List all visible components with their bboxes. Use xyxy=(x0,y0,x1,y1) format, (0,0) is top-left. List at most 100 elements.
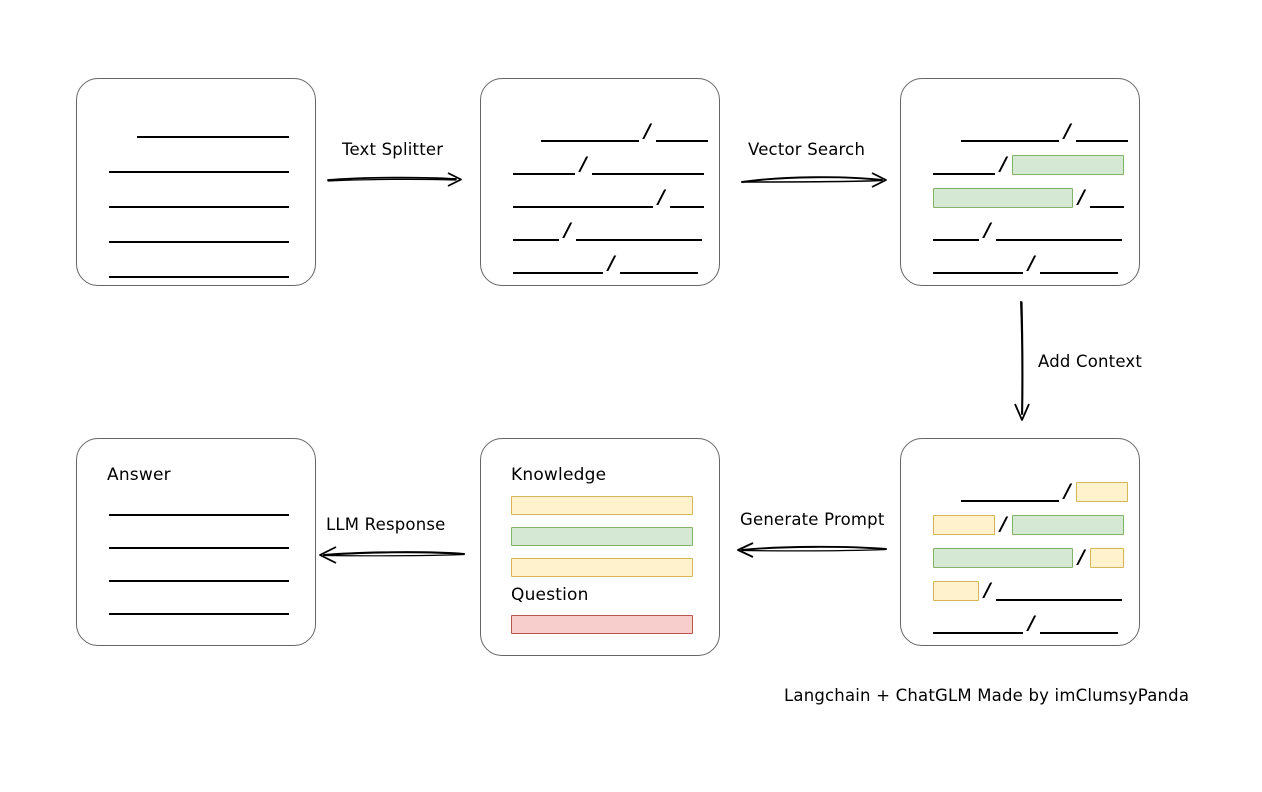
chunk-segment xyxy=(1039,272,1118,274)
chunk-row: / xyxy=(933,154,1124,176)
document-line xyxy=(137,136,289,138)
question-label: Question xyxy=(511,585,589,605)
chunk-segment xyxy=(933,272,1023,274)
chunk-separator: / xyxy=(1000,512,1007,535)
node-vector-matches[interactable]: / / / / / xyxy=(900,78,1140,286)
context-chunks-rows: / / / / / xyxy=(901,439,1139,645)
chunk-segment xyxy=(933,632,1023,634)
document-line xyxy=(109,171,289,173)
chunk-segment xyxy=(513,206,653,208)
chunk-segment-highlighted xyxy=(1011,515,1124,535)
chunk-separator: / xyxy=(1000,152,1007,175)
chunk-segment xyxy=(513,173,575,175)
chunk-separator: / xyxy=(580,152,587,175)
split-chunks-rows: / / / / / xyxy=(481,79,719,285)
chunk-separator: / xyxy=(644,119,651,142)
question-bar xyxy=(511,615,693,634)
chunk-row: / xyxy=(933,613,1118,635)
answer-line xyxy=(109,613,289,615)
chunk-segment xyxy=(619,272,698,274)
chunk-segment xyxy=(669,206,704,208)
chunk-segment xyxy=(995,599,1122,601)
chunk-segment xyxy=(575,239,702,241)
chunk-row: / xyxy=(933,514,1124,536)
arrow-down-icon xyxy=(1014,301,1030,421)
chunk-segment-highlighted xyxy=(933,188,1073,208)
edge-add-context-label: Add Context xyxy=(1038,352,1143,371)
footer-credit: Langchain + ChatGLM Made by imClumsyPand… xyxy=(784,686,1190,705)
prompt-content: Knowledge Question xyxy=(481,439,719,655)
knowledge-bar xyxy=(511,527,693,546)
chunk-segment xyxy=(513,239,559,241)
chunk-segment xyxy=(933,173,995,175)
chunk-separator: / xyxy=(608,251,615,274)
edge-generate-prompt: Generate Prompt xyxy=(736,510,888,565)
chunk-segment xyxy=(591,173,704,175)
node-split-chunks[interactable]: / / / / / xyxy=(480,78,720,286)
chunk-row: / xyxy=(541,121,708,143)
chunk-separator: / xyxy=(1064,119,1071,142)
chunk-row: / xyxy=(933,220,1122,242)
node-answer[interactable]: Answer xyxy=(76,438,316,646)
arrow-left-icon xyxy=(737,542,887,558)
chunk-segment xyxy=(541,140,639,142)
chunk-segment xyxy=(1089,206,1124,208)
chunk-separator: / xyxy=(984,218,991,241)
chunk-row: / xyxy=(933,253,1118,275)
chunk-row: / xyxy=(961,481,1128,503)
edge-text-splitter: Text Splitter xyxy=(326,140,466,195)
answer-line xyxy=(109,547,289,549)
document-line xyxy=(109,276,289,278)
chunk-segment-highlighted xyxy=(1011,155,1124,175)
chunk-row: / xyxy=(513,154,704,176)
knowledge-bar xyxy=(511,558,693,577)
chunk-segment xyxy=(655,140,708,142)
arrow-right-icon xyxy=(327,172,462,187)
chunk-separator: / xyxy=(658,185,665,208)
vector-matches-rows: / / / / / xyxy=(901,79,1139,285)
chunk-row: / xyxy=(933,547,1124,569)
chunk-row: / xyxy=(513,187,704,209)
document-line xyxy=(109,241,289,243)
chunk-row: / xyxy=(513,220,702,242)
edge-add-context: Add Context xyxy=(1000,300,1170,425)
chunk-separator: / xyxy=(1028,251,1035,274)
source-document-lines xyxy=(77,79,315,285)
chunk-separator: / xyxy=(1078,545,1085,568)
edge-generate-prompt-label: Generate Prompt xyxy=(740,510,885,529)
chunk-segment-highlighted xyxy=(1075,482,1128,502)
answer-line xyxy=(109,514,289,516)
chunk-segment-highlighted xyxy=(933,548,1073,568)
chunk-segment xyxy=(995,239,1122,241)
chunk-segment-highlighted xyxy=(933,581,979,601)
chunk-segment-highlighted xyxy=(1089,548,1124,568)
chunk-segment xyxy=(1075,140,1128,142)
edge-text-splitter-label: Text Splitter xyxy=(342,140,444,159)
chunk-row: / xyxy=(961,121,1128,143)
chunk-separator: / xyxy=(564,218,571,241)
node-prompt[interactable]: Knowledge Question xyxy=(480,438,720,656)
chunk-separator: / xyxy=(1064,479,1071,502)
answer-label: Answer xyxy=(107,465,171,485)
knowledge-label: Knowledge xyxy=(511,465,607,485)
chunk-row: / xyxy=(933,187,1124,209)
edge-llm-response-label: LLM Response xyxy=(326,515,446,534)
chunk-separator: / xyxy=(984,578,991,601)
chunk-row: / xyxy=(513,253,698,275)
node-source-document[interactable] xyxy=(76,78,316,286)
chunk-segment xyxy=(1039,632,1118,634)
edge-vector-search-label: Vector Search xyxy=(748,140,866,159)
chunk-segment-highlighted xyxy=(933,515,995,535)
edge-llm-response: LLM Response xyxy=(318,515,466,570)
answer-content: Answer xyxy=(77,439,315,645)
edge-vector-search: Vector Search xyxy=(740,140,890,195)
arrow-left-icon xyxy=(319,546,466,564)
chunk-row: / xyxy=(933,580,1122,602)
chunk-segment xyxy=(513,272,603,274)
node-context-chunks[interactable]: / / / / / xyxy=(900,438,1140,646)
chunk-separator: / xyxy=(1028,611,1035,634)
chunk-separator: / xyxy=(1078,185,1085,208)
knowledge-bar xyxy=(511,496,693,515)
chunk-segment xyxy=(961,140,1059,142)
